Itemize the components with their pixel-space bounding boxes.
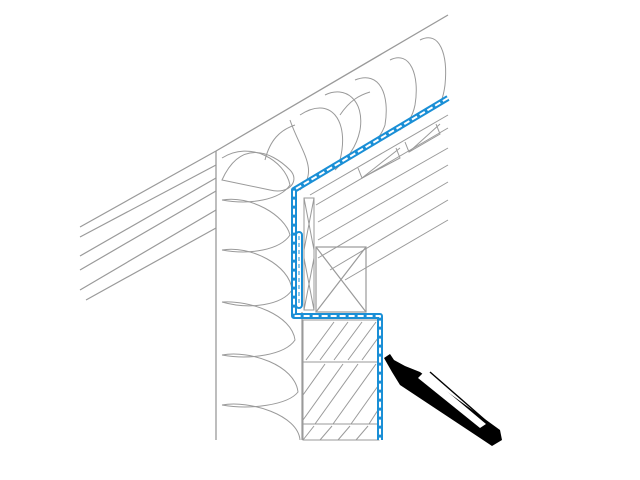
timber-beam: [315, 246, 367, 313]
eave-boarding: [79, 150, 217, 301]
timber-stud: [303, 197, 315, 311]
masonry-wall: [302, 319, 380, 441]
roof-insulation: [221, 37, 447, 192]
vapour-membrane: [291, 95, 450, 440]
rafter-lining: [309, 114, 449, 281]
roof-outline: [215, 14, 449, 440]
marker-pen: [384, 354, 502, 446]
wall-insulation: [221, 150, 301, 441]
